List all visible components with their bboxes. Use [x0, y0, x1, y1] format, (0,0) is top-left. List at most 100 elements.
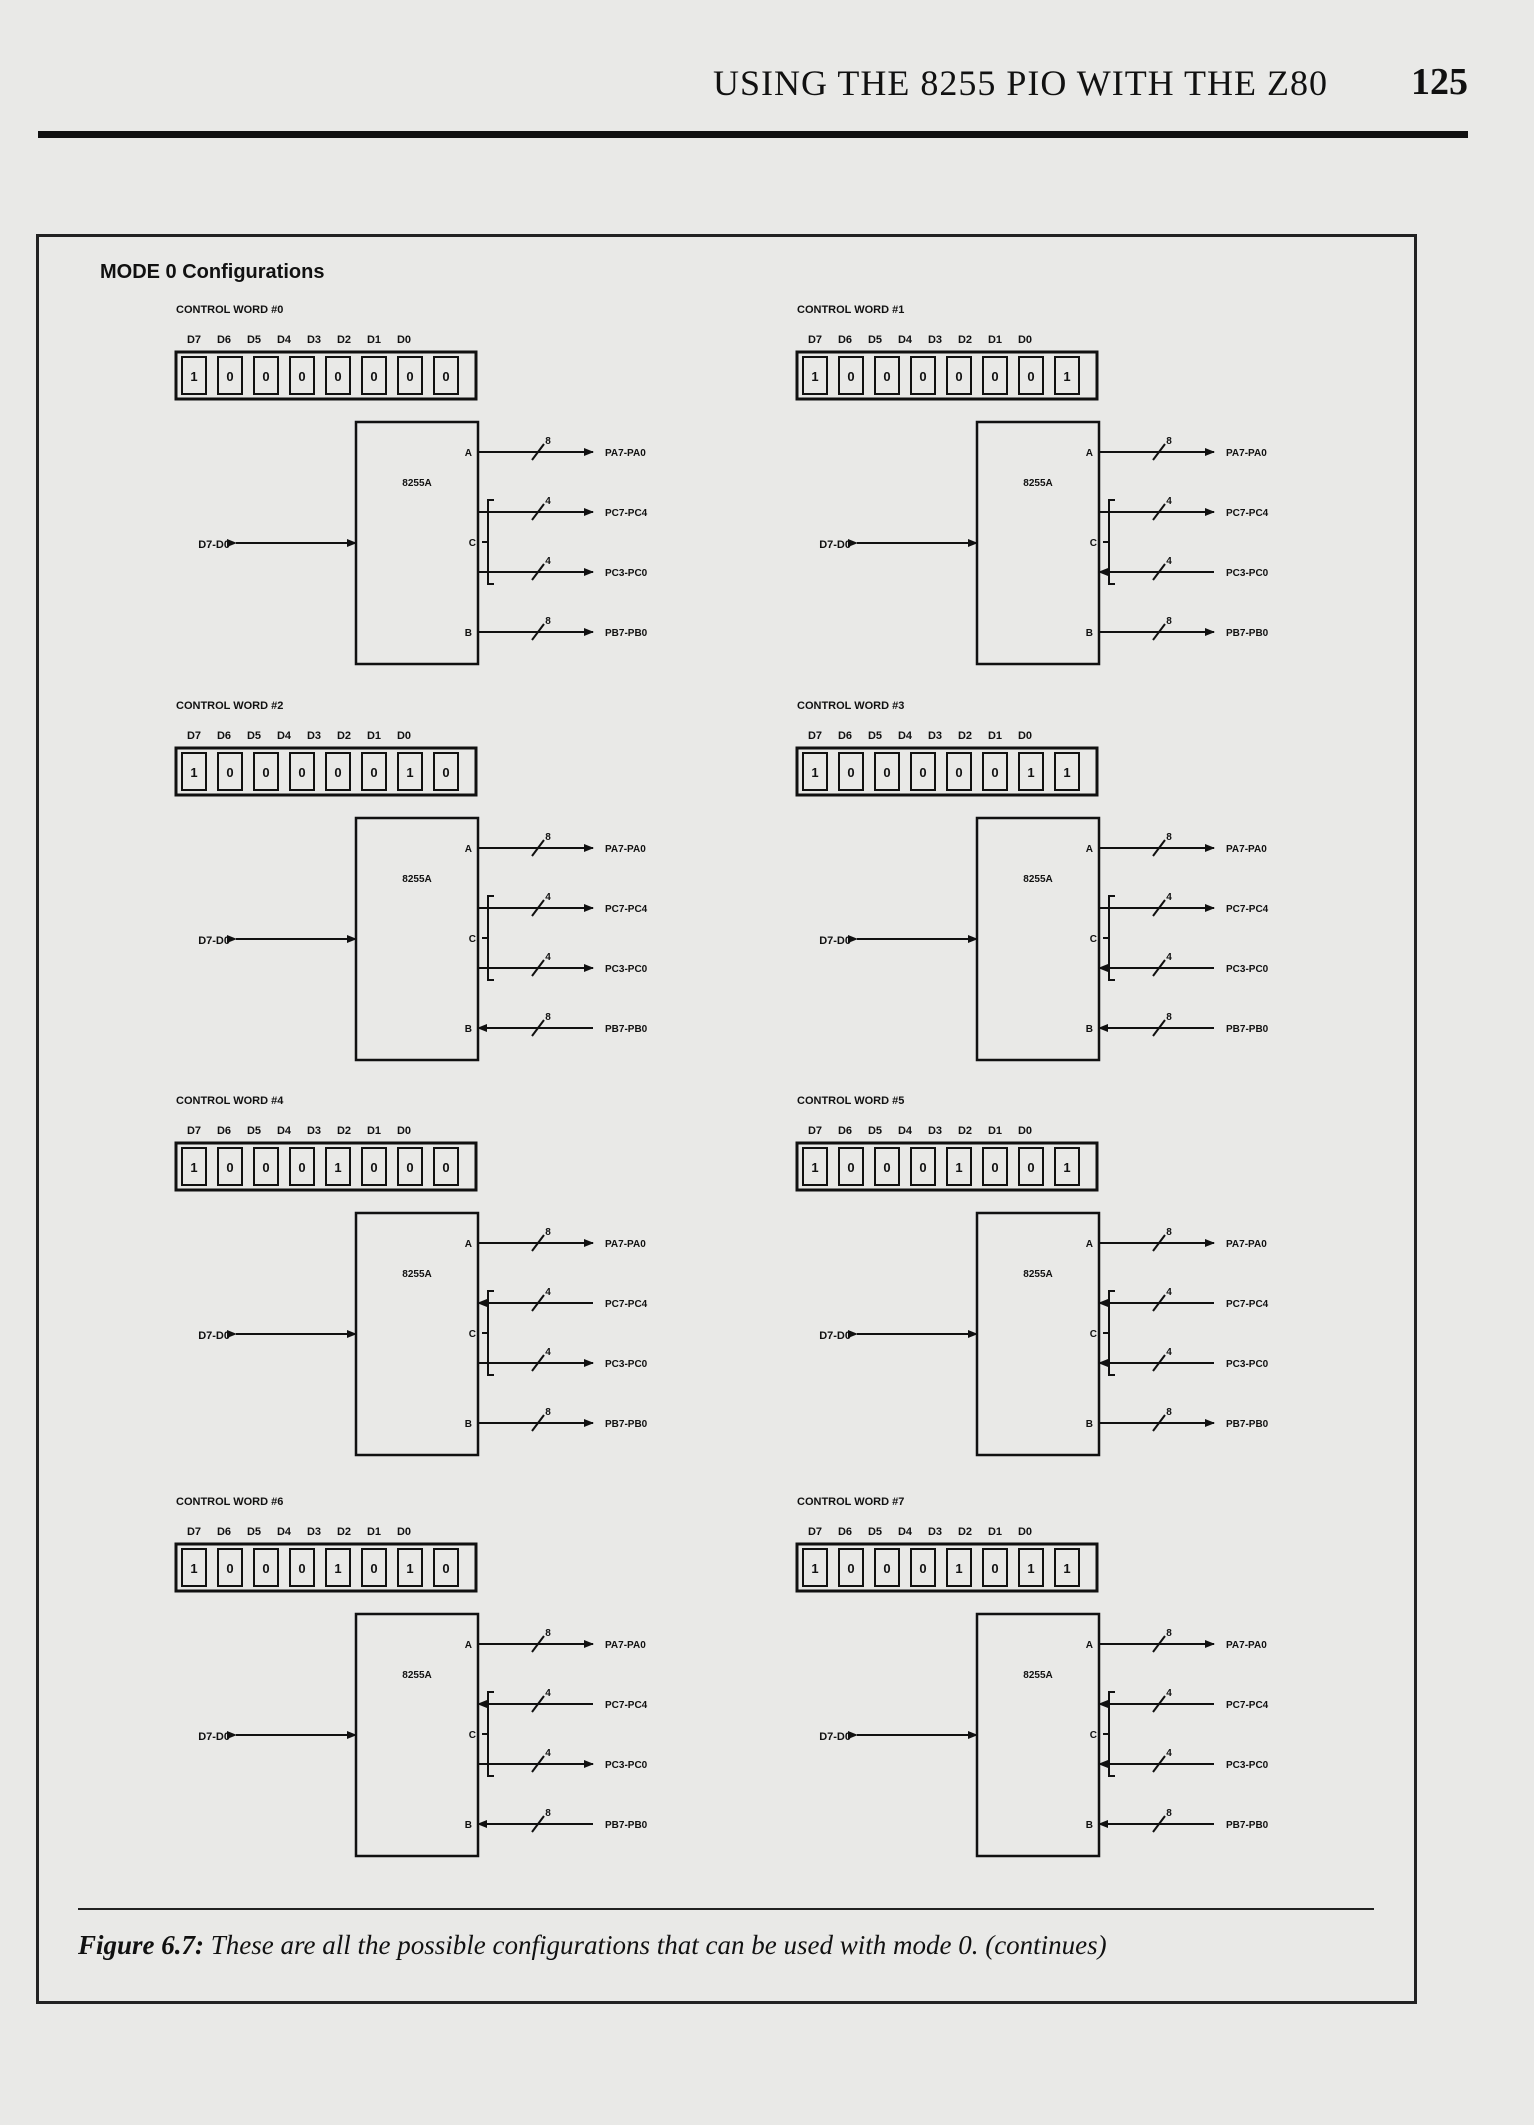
- bit-header: D1: [988, 1125, 1002, 1137]
- data-bus-label: D7-D0: [198, 935, 230, 947]
- data-bus-label: D7-D0: [819, 1731, 851, 1743]
- control-register: [795, 746, 1099, 797]
- bus-width-label: 8: [1166, 1628, 1172, 1639]
- data-bus-label: D7-D0: [819, 539, 851, 551]
- bus-width-label: 8: [1166, 1407, 1172, 1418]
- bit-cell: [289, 1147, 315, 1186]
- bit-value: 0: [883, 765, 890, 780]
- bus-slash: [1152, 1755, 1166, 1773]
- bit-header: D2: [337, 1125, 351, 1137]
- bit-value: 0: [919, 369, 926, 384]
- bit-cell: [433, 356, 459, 395]
- bit-value: 1: [955, 1160, 962, 1175]
- port-b-output-label: PB7-PB0: [1226, 1820, 1269, 1831]
- figure-frame: [36, 234, 1417, 2004]
- bus-width-label: 4: [1166, 1287, 1172, 1298]
- control-register: [174, 1542, 478, 1593]
- port-a-label: A: [1086, 844, 1093, 855]
- port-a-output-label: PA7-PA0: [1226, 1239, 1267, 1250]
- bit-header: D5: [247, 730, 261, 742]
- control-word-label: CONTROL WORD #2: [176, 700, 283, 712]
- bit-header: D4: [898, 1125, 913, 1137]
- bit-header: D3: [307, 1526, 321, 1538]
- bit-header: D0: [397, 334, 411, 346]
- port-c_upper-output-label: PC7-PC4: [1226, 1299, 1269, 1310]
- chip-8255a: [975, 816, 1101, 1062]
- port-b-label: B: [1086, 628, 1093, 639]
- bit-cell: [289, 1548, 315, 1587]
- port-a-output-label: PA7-PA0: [605, 448, 646, 459]
- bit-header: D7: [808, 1125, 822, 1137]
- bit-cell: [910, 356, 936, 395]
- bit-cell: [946, 752, 972, 791]
- bus-slash: [1152, 443, 1166, 461]
- bit-value: 0: [883, 1561, 890, 1576]
- bit-cell: [1018, 1548, 1044, 1587]
- bit-cell: [910, 1548, 936, 1587]
- port-a-label: A: [465, 1239, 472, 1250]
- port-b-output-label: PB7-PB0: [605, 628, 648, 639]
- bit-header: D7: [187, 1125, 201, 1137]
- bit-cell: [1054, 752, 1080, 791]
- port-c_upper-output-label: PC7-PC4: [1226, 508, 1269, 519]
- bit-value: 0: [847, 369, 854, 384]
- bit-value: 1: [406, 1561, 413, 1576]
- chip-8255a: [354, 1612, 480, 1858]
- bit-cell: [217, 1548, 243, 1587]
- bit-value: 0: [847, 765, 854, 780]
- chip-8255a: [354, 420, 480, 666]
- bit-cell: [1054, 1548, 1080, 1587]
- bit-value: 1: [811, 1561, 818, 1576]
- bit-cell: [397, 1548, 423, 1587]
- bit-cell: [181, 356, 207, 395]
- bit-cell: [1018, 356, 1044, 395]
- port-c-label: C: [1090, 934, 1097, 945]
- bit-cell: [253, 356, 279, 395]
- chip-8255a: [354, 1211, 480, 1457]
- port-b-output-label: PB7-PB0: [1226, 1419, 1269, 1430]
- bit-cell: [1054, 356, 1080, 395]
- port-b-label: B: [465, 628, 472, 639]
- bit-value: 0: [991, 1160, 998, 1175]
- bit-cell: [802, 356, 828, 395]
- bit-value: 1: [1063, 1160, 1070, 1175]
- bit-value: 0: [406, 1160, 413, 1175]
- bit-value: 1: [1063, 1561, 1070, 1576]
- bit-value: 0: [370, 1160, 377, 1175]
- bus-width-label: 4: [545, 892, 551, 903]
- port-a-label: A: [465, 448, 472, 459]
- bit-value: 0: [991, 765, 998, 780]
- data-bus-label: D7-D0: [819, 935, 851, 947]
- bus-slash: [531, 1294, 545, 1312]
- bit-header: D3: [307, 1125, 321, 1137]
- bit-header: D7: [808, 1526, 822, 1538]
- bit-value: 0: [370, 369, 377, 384]
- port-c_upper-output-label: PC7-PC4: [605, 904, 648, 915]
- bit-value: 0: [406, 369, 413, 384]
- bus-slash: [1152, 1019, 1166, 1037]
- bus-width-label: 8: [1166, 832, 1172, 843]
- port-c_upper-output-label: PC7-PC4: [605, 1299, 648, 1310]
- bus-width-label: 8: [1166, 436, 1172, 447]
- bit-value: 0: [298, 369, 305, 384]
- chip-label: 8255A: [402, 1670, 431, 1681]
- bit-cell: [325, 1548, 351, 1587]
- bus-slash: [531, 623, 545, 641]
- bus-width-label: 4: [1166, 952, 1172, 963]
- bus-slash: [1152, 1414, 1166, 1432]
- chip-8255a: [975, 1211, 1101, 1457]
- bit-header: D2: [958, 1125, 972, 1137]
- bit-header: D4: [898, 1526, 913, 1538]
- bit-cell: [910, 1147, 936, 1186]
- bus-width-label: 4: [545, 1688, 551, 1699]
- bit-header: D4: [277, 1125, 292, 1137]
- bit-value: 0: [1027, 1160, 1034, 1175]
- bus-width-label: 4: [1166, 1688, 1172, 1699]
- bus-width-label: 4: [545, 952, 551, 963]
- bus-slash: [1152, 959, 1166, 977]
- bit-value: 0: [883, 1160, 890, 1175]
- bit-value: 1: [334, 1561, 341, 1576]
- bit-cell: [874, 1147, 900, 1186]
